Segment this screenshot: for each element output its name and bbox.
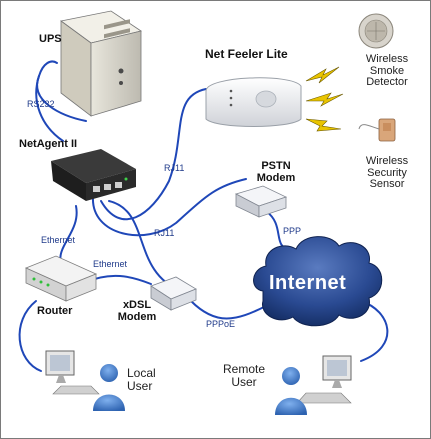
ups-label: UPS	[39, 33, 62, 45]
pppoe-connection-label: PPPoE	[206, 319, 236, 329]
pstn-modem-label: PSTN Modem	[256, 160, 296, 184]
xdsl-modem-device	[150, 276, 197, 311]
cable-rs232-down	[35, 75, 64, 142]
remote-user-label: Remote User	[217, 363, 271, 388]
cable-rj11-upper	[100, 88, 207, 221]
security-sensor-label: Wireless Security Sensor	[357, 155, 417, 191]
cable-rj11-lower	[91, 178, 247, 237]
router-label: Router	[37, 305, 73, 317]
xdsl-label-line2: Modem	[117, 310, 157, 323]
xdsl-modem-label: xDSL Modem	[117, 299, 157, 323]
remote-user-line1: Remote	[222, 362, 266, 376]
security-sensor-device	[358, 118, 396, 142]
security-label-line1: Wireless	[365, 155, 409, 167]
rj11-lower-connection-label: RJ11	[154, 228, 175, 238]
rs232-connection-label: RS232	[27, 99, 55, 109]
smoke-detector-label: Wireless Smoke Detector	[357, 53, 417, 89]
net-feeler-title: Net Feeler Lite	[205, 47, 288, 61]
cable-netagent-pppoe	[108, 200, 182, 292]
wireless-signals	[305, 66, 344, 132]
pstn-label-line1: PSTN	[261, 160, 291, 172]
internet-label: Internet	[269, 272, 347, 294]
smoke-label-line1: Wireless	[365, 53, 409, 65]
net-feeler-device	[205, 77, 302, 127]
netagent-device	[51, 149, 136, 201]
smoke-detector-device	[358, 13, 394, 49]
xdsl-label-line1: xDSL	[122, 299, 152, 311]
internet-cloud	[253, 236, 383, 327]
local-user-line2: User	[127, 378, 153, 393]
cables	[18, 60, 389, 372]
ethernet-vertical-connection-label: Ethernet	[41, 235, 76, 245]
local-user-figure	[45, 350, 125, 411]
remote-user-line2: User	[231, 374, 257, 389]
smoke-label-line3: Detector	[366, 76, 408, 89]
local-user-label: Local User	[127, 367, 156, 392]
security-label-line2: Security	[367, 166, 407, 179]
cable-router-local	[18, 300, 42, 372]
remote-user-figure	[275, 355, 352, 415]
router-device	[24, 255, 98, 302]
netagent-label: NetAgent II	[19, 138, 78, 150]
ups-tower	[60, 10, 142, 117]
rj11-upper-connection-label: RJ11	[164, 163, 185, 173]
ppp-connection-label: PPP	[283, 226, 302, 236]
smoke-label-line2: Smoke	[369, 64, 405, 77]
cable-pppoe	[190, 300, 267, 320]
cable-internet-remote	[360, 300, 389, 362]
ethernet-router-connection-label: Ethernet	[93, 259, 128, 269]
pstn-modem-device	[234, 185, 288, 218]
local-user-line1: Local	[127, 366, 156, 380]
security-label-line3: Sensor	[369, 178, 405, 191]
pstn-label-line2: Modem	[256, 171, 296, 184]
